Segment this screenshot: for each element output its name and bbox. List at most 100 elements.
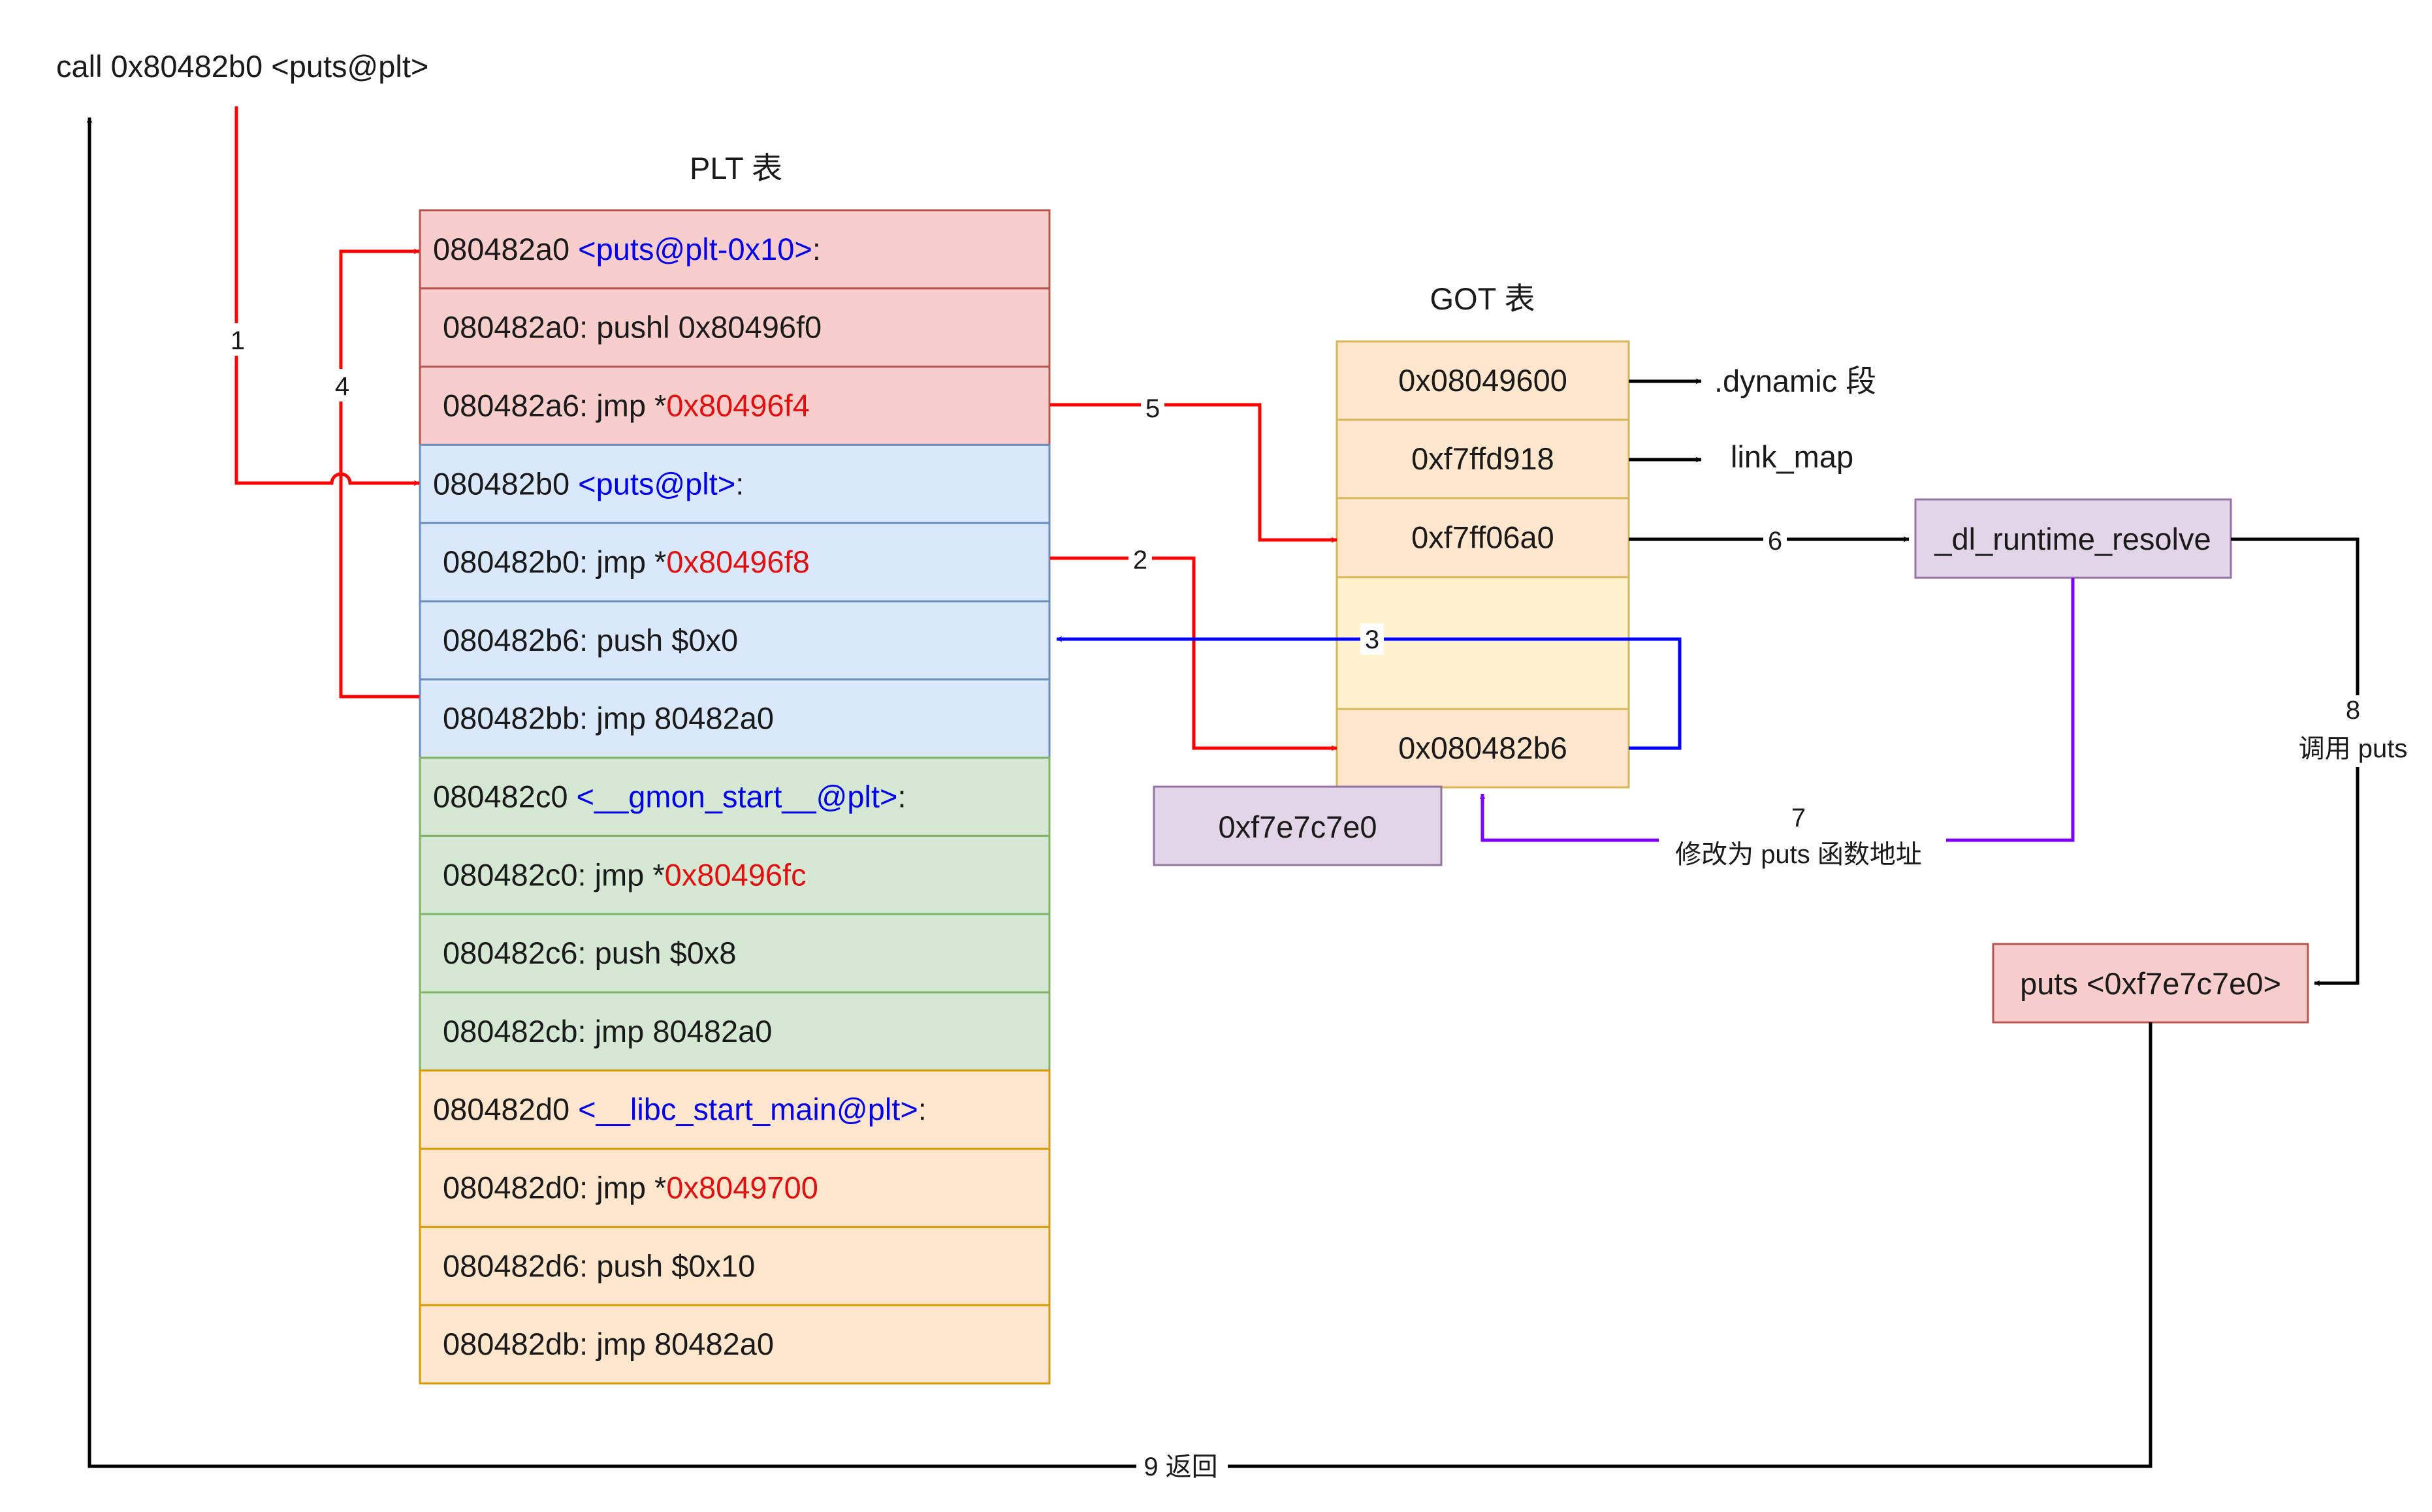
edge-7-number: 7 (1791, 804, 1806, 832)
libc-puts-address-box (1153, 785, 1443, 866)
plt-row-box (419, 757, 1051, 837)
edge-1-call-to-puts-plt (234, 106, 420, 486)
edge-2-jmp-to-got (1050, 556, 1337, 751)
plt-row-box (419, 1069, 1051, 1150)
got-entry: 0x08049600 (1336, 340, 1630, 421)
plt-entry-colon: : (897, 780, 906, 814)
plt-row: 080482b0: jmp *0x80496f8 (419, 522, 1051, 603)
plt-got-pointer: 0x80496f8 (666, 544, 810, 579)
dl-runtime-resolve-box (1914, 498, 2232, 579)
plt-entry-address: 080482a0 (433, 232, 578, 266)
plt-entry-address: 080482c0 (433, 780, 577, 814)
got-table: 0x08049600 0xf7ffd918 0xf7ff06a0 0x080482b6 (1336, 340, 1630, 789)
plt-row-text: 080482d6: push $0x10 (443, 1248, 755, 1283)
plt-row-box (419, 991, 1051, 1072)
got-entry-box (1336, 340, 1630, 421)
plt-row-box (419, 287, 1051, 368)
plt-row-text: 080482c0: jmp *0x80496fc (443, 857, 807, 892)
plt-row-box (419, 913, 1051, 994)
got-entry-box (1336, 708, 1630, 789)
plt-row-text: 080482d0 <__libc_start_main@plt>: (433, 1092, 927, 1127)
plt-row-text: 080482bb: jmp 80482a0 (443, 701, 774, 736)
got-entry (1336, 576, 1630, 710)
plt-row: 080482b0 <puts@plt>: (419, 443, 1051, 524)
plt-row: 080482a6: jmp *0x80496f4 (419, 366, 1051, 446)
plt-entry-address: 080482b0 (433, 466, 578, 501)
plt-entry-symbol: <__libc_start_main@plt> (578, 1092, 918, 1127)
plt-row-text: 080482c0 <__gmon_start__@plt>: (433, 780, 906, 814)
edge-5-label: 5 (1145, 394, 1160, 423)
plt-row: 080482c6: push $0x8 (419, 913, 1051, 994)
edge-8-text: 调用 puts (2299, 734, 2408, 763)
plt-row: 080482db: jmp 80482a0 (419, 1304, 1051, 1385)
plt-row-box (419, 443, 1051, 524)
got-table-title: GOT 表 (1430, 281, 1535, 316)
plt-row-text: 080482d0: jmp *0x8049700 (443, 1171, 818, 1205)
got-entry: 0xf7ff06a0 (1336, 497, 1630, 578)
plt-entry-symbol: <puts@plt-0x10> (578, 232, 812, 266)
plt-table-title: PLT 表 (690, 151, 782, 185)
plt-row-box (419, 209, 1051, 290)
plt-row: 080482a0: pushl 0x80496f0 (419, 287, 1051, 368)
got-entry-value: 0xf7ff06a0 (1411, 520, 1554, 555)
edge-7-text: 修改为 puts 函数地址 (1675, 840, 1922, 869)
plt-row-text: 080482a6: jmp *0x80496f4 (443, 388, 810, 423)
plt-entry-address: 080482d0 (433, 1092, 578, 1127)
edge-4-label: 4 (335, 372, 349, 401)
plt-row-box (419, 1304, 1051, 1385)
edge-1-label: 1 (231, 326, 245, 355)
plt-row: 080482c0: jmp *0x80496fc (419, 834, 1051, 915)
edge-5-jmp-to-got-resolver (1050, 403, 1337, 543)
plt-row: 080482bb: jmp 80482a0 (419, 678, 1051, 759)
edge-8-number: 8 (2346, 696, 2360, 725)
plt-jmp-instruction: 080482b0: jmp * (443, 544, 666, 579)
got-entry-value: 0xf7ffd918 (1411, 441, 1554, 476)
plt-jmp-instruction: 080482a6: jmp * (443, 388, 666, 423)
plt-entry-symbol: <__gmon_start__@plt> (577, 780, 898, 814)
plt-row-box (419, 1225, 1051, 1306)
plt-row-text: 080482c6: push $0x8 (443, 936, 736, 970)
got-entry-value: 0x08049600 (1398, 363, 1567, 398)
plt-row-box (419, 600, 1051, 681)
puts-function-label: puts <0xf7e7c7e0> (2020, 966, 2281, 1001)
dynamic-section-label: .dynamic 段 (1714, 364, 1876, 398)
plt-row: 080482d0 <__libc_start_main@plt>: (419, 1069, 1051, 1150)
link-map-label: link_map (1731, 439, 1853, 474)
plt-row: 080482c0 <__gmon_start__@plt>: (419, 757, 1051, 837)
plt-row-text: 080482b6: push $0x0 (443, 623, 738, 657)
plt-entry-symbol: <puts@plt> (578, 466, 735, 501)
plt-got-pointer: 0x80496fc (665, 857, 807, 892)
edge-3-label: 3 (1365, 625, 1379, 654)
plt-row: 080482cb: jmp 80482a0 (419, 991, 1051, 1072)
plt-row-text: 080482b0 <puts@plt>: (433, 466, 744, 501)
plt-row-text: 080482a0: pushl 0x80496f0 (443, 310, 822, 345)
got-entry-box (1336, 576, 1630, 710)
plt-row-text: 080482a0 <puts@plt-0x10>: (433, 232, 821, 266)
edge-2-label: 2 (1133, 546, 1147, 575)
call-instruction-label: call 0x80482b0 <puts@plt> (56, 49, 428, 84)
got-entry-box (1336, 418, 1630, 499)
plt-got-pointer: 0x80496f4 (666, 388, 810, 423)
plt-table: 080482a0 <puts@plt-0x10>: 080482a0: pushl… (419, 209, 1051, 1385)
dl-runtime-resolve-label: _dl_runtime_resolve (1934, 522, 2211, 556)
edge-9-label: 9 返回 (1144, 1453, 1217, 1481)
got-entry: 0xf7ffd918 (1336, 418, 1630, 499)
plt-row: 080482d6: push $0x10 (419, 1225, 1051, 1306)
plt-row-box (419, 366, 1051, 446)
plt-entry-colon: : (812, 232, 821, 266)
plt-row: 080482a0 <puts@plt-0x10>: (419, 209, 1051, 290)
plt-jmp-instruction: 080482c0: jmp * (443, 857, 665, 892)
plt-row-text: 080482db: jmp 80482a0 (443, 1327, 774, 1361)
plt-row-text: 080482cb: jmp 80482a0 (443, 1014, 772, 1048)
plt-row: 080482b6: push $0x0 (419, 600, 1051, 681)
edge-6-label: 6 (1768, 527, 1782, 556)
plt-jmp-instruction: 080482d0: jmp * (443, 1171, 666, 1205)
plt-entry-colon: : (918, 1092, 927, 1127)
edge-4-jmp-plt0 (339, 248, 420, 699)
plt-got-pointer: 0x8049700 (666, 1171, 818, 1205)
libc-puts-address-label: 0xf7e7c7e0 (1218, 810, 1377, 844)
got-entry: 0x080482b6 (1336, 708, 1630, 789)
plt-row-text: 080482b0: jmp *0x80496f8 (443, 544, 810, 579)
edge-9-return (86, 117, 2152, 1468)
